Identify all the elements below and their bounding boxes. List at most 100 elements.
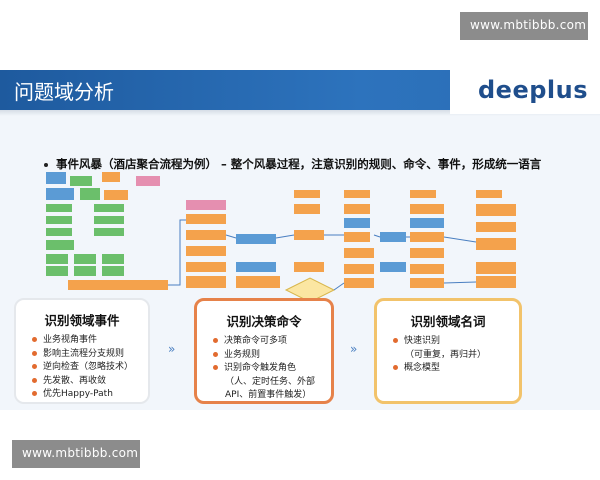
- card-title: 识别决策命令: [226, 314, 302, 329]
- sticky-note: [410, 248, 444, 258]
- sticky-note: [46, 266, 68, 276]
- slide-title: 问题域分析: [14, 80, 114, 104]
- bullet-dot-icon: [213, 338, 218, 343]
- card-title: 识别领域事件: [44, 313, 120, 328]
- sticky-note: [94, 216, 124, 224]
- connector-line: [333, 282, 345, 291]
- event-storming-flow-svg: [46, 172, 516, 303]
- bullet-dot-icon: [393, 365, 398, 371]
- list-item: 决策命令可多项: [213, 335, 315, 349]
- sticky-note: [344, 232, 370, 242]
- sticky-note: [344, 190, 370, 198]
- list-item-text: 概念模型: [404, 363, 441, 374]
- list-subitem: （可重复，再归并）: [405, 349, 487, 360]
- event-storming-diagram: [40, 170, 580, 303]
- sticky-note: [344, 218, 370, 228]
- list-item-text: 业务规则: [224, 349, 261, 360]
- logo-area: deeplus: [450, 70, 600, 114]
- sticky-note: [476, 204, 516, 216]
- list-item: 业务视角事件: [32, 334, 133, 348]
- sticky-note: [94, 228, 124, 236]
- connector-line: [168, 219, 186, 286]
- sticky-note: [380, 262, 406, 272]
- sticky-note: [476, 238, 516, 250]
- sticky-note: [294, 230, 324, 240]
- sticky-note: [186, 262, 226, 272]
- header-shadow: [0, 110, 600, 116]
- sticky-note: [102, 172, 120, 182]
- list-item-text: 优先Happy-Path: [43, 389, 113, 400]
- sticky-note: [236, 234, 276, 244]
- sticky-note: [294, 262, 324, 272]
- card-list: 快速识别 （可重复，再归并） 概念模型: [393, 335, 486, 376]
- sticky-note: [74, 254, 96, 264]
- sticky-note: [476, 276, 516, 288]
- watermark-bottom: www.mbtibbb.com: [12, 440, 140, 468]
- sticky-note: [46, 188, 74, 200]
- bullet-dot-icon: [32, 364, 37, 370]
- list-item-text: 逆向检查（忽略技术）: [43, 362, 134, 373]
- column-4: [344, 190, 406, 288]
- sticky-note: [186, 214, 226, 224]
- list-item-text: 先发散、再收敛: [43, 375, 107, 386]
- bullet-dot-icon: [32, 350, 37, 356]
- list-item: 识别命令触发角色: [213, 362, 315, 376]
- sticky-note: [410, 190, 436, 198]
- left-cluster: [46, 172, 168, 290]
- bullet-dot-icon: [44, 162, 48, 167]
- list-item: 影响主流程分支规则: [32, 348, 133, 362]
- card-title: 识别领域名词: [410, 314, 486, 329]
- connector-line: [443, 236, 477, 243]
- sticky-note: [410, 278, 444, 288]
- sticky-note: [46, 254, 68, 264]
- sticky-note: [46, 204, 72, 212]
- card-list: 决策命令可多项 业务规则 识别命令触发角色 （人、定时任务、外部 API、前置事…: [213, 335, 315, 403]
- decision-diamond: [284, 277, 336, 303]
- sticky-note: [410, 264, 444, 274]
- sticky-note: [186, 230, 226, 240]
- list-item-text: 影响主流程分支规则: [43, 348, 125, 359]
- list-item-text: 识别命令触发角色: [224, 363, 297, 374]
- sticky-note: [380, 232, 406, 242]
- bullet-text: 事件风暴（酒店聚合流程为例） – 整个风暴过程，注意识别的规则、命令、事件，形成…: [44, 156, 541, 172]
- sticky-note: [344, 278, 374, 288]
- bullet-dot-icon: [213, 351, 218, 357]
- watermark-top: www.mbtibbb.com: [460, 12, 588, 40]
- column-3: [284, 190, 336, 303]
- sticky-note: [74, 266, 96, 276]
- sticky-note: [80, 188, 100, 200]
- sticky-note: [186, 246, 226, 256]
- sticky-note: [476, 262, 516, 274]
- sticky-note: [410, 204, 444, 214]
- bullet-dot-icon: [32, 391, 37, 397]
- card-identify-domain-events: 识别领域事件 业务视角事件 影响主流程分支规则 逆向检查（忽略技术） 先发散、再…: [14, 298, 150, 404]
- deeplus-logo: deeplus: [477, 76, 588, 104]
- sticky-note: [102, 266, 124, 276]
- sticky-note: [186, 200, 226, 210]
- sticky-note: [344, 248, 374, 258]
- chevron-right-icon: »: [350, 342, 358, 356]
- sticky-note: [104, 190, 128, 200]
- list-item: 先发散、再收敛: [32, 375, 133, 389]
- column-5: [410, 190, 444, 288]
- list-item: 业务规则: [213, 349, 315, 363]
- sticky-note: [344, 204, 370, 214]
- sticky-note: [70, 176, 92, 186]
- sticky-note: [102, 254, 124, 264]
- sticky-note: [476, 190, 502, 198]
- chevron-right-icon: »: [168, 342, 176, 356]
- list-subitem: （人、定时任务、外部: [225, 376, 316, 387]
- card-identify-domain-nouns: 识别领域名词 快速识别 （可重复，再归并） 概念模型: [374, 298, 522, 404]
- connectors: [168, 219, 477, 291]
- column-2: [186, 200, 280, 288]
- list-item: 快速识别: [393, 335, 486, 349]
- connector-line: [443, 281, 477, 284]
- list-item-text: 快速识别: [404, 336, 441, 346]
- sticky-note: [186, 276, 226, 288]
- bullet-dot-icon: [213, 365, 218, 371]
- connector-line: [225, 234, 237, 239]
- list-item-text: 业务视角事件: [43, 335, 98, 345]
- slide: 问题域分析 deeplus 事件风暴（酒店聚合流程为例） – 整个风暴过程，注意…: [0, 70, 600, 410]
- bullet-dot-icon: [393, 338, 398, 343]
- sticky-note: [46, 216, 72, 224]
